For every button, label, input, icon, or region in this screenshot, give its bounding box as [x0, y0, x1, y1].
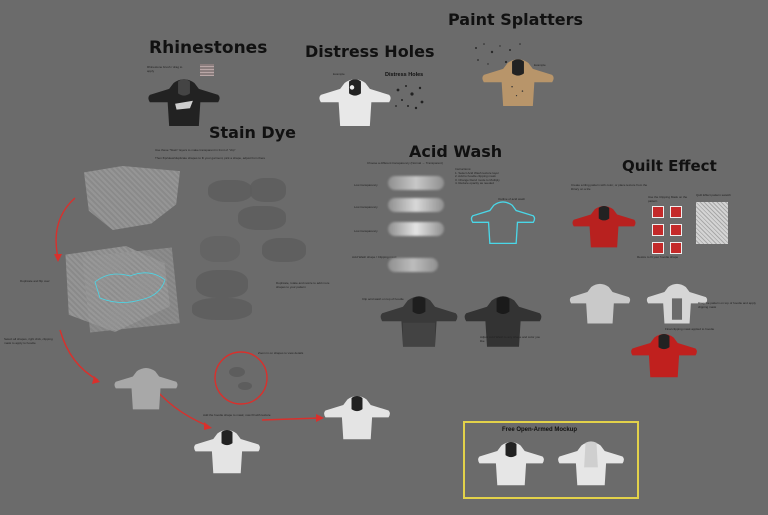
- stain-zoom-circle: [214, 351, 268, 405]
- mockup-title: Free Open-Armed Mockup: [502, 427, 578, 433]
- quilt-swatch-note: Use the Clipping Mask on the pattern: [648, 195, 688, 203]
- stain-bottom-note: Add the hoodie shape to mask; now fill w…: [203, 413, 271, 417]
- stain-shape: [200, 236, 240, 262]
- mockup-hoodie-back[interactable]: [552, 440, 630, 488]
- quilt-swatch-grid: [650, 206, 686, 256]
- quilt-hoodie-red: [565, 204, 643, 250]
- stain-hoodie-gray: [106, 366, 186, 412]
- stain-shape: [238, 206, 286, 230]
- stain-shape: [208, 180, 252, 202]
- stain-outline-cyan: [94, 272, 166, 303]
- stain-shape: [196, 270, 248, 298]
- quilt-hoodie-final: [624, 332, 704, 380]
- acid-sample-1: [388, 176, 444, 190]
- stain-title: Stain Dye: [209, 123, 296, 142]
- stain-hoodie-result-1: [190, 428, 264, 476]
- stain-left-label: Duplicate and flip over: [20, 279, 50, 283]
- quilt-title: Quilt Effect: [622, 157, 717, 175]
- acid-title: Acid Wash: [409, 142, 503, 161]
- distress-note: Example: [333, 72, 345, 76]
- stain-note-2: Then flip/skew/duplicate shapes to fit y…: [155, 156, 266, 160]
- stain-hoodie-result-2: [320, 394, 394, 442]
- quilt-right-note: Drag the pattern on top of hoodie and ap…: [698, 301, 756, 309]
- acid-row-3: Low transparency: [354, 229, 378, 233]
- acid-row-1: Low transparency: [354, 183, 378, 187]
- mockup-hoodie-front[interactable]: [472, 440, 550, 488]
- stain-circle-note: Zoom in on shapes to view details: [258, 351, 304, 355]
- stain-right-label: Duplicate, rotate and resize to add more…: [276, 281, 330, 289]
- quilt-intro: Create a tiling pattern with color, or p…: [571, 183, 648, 191]
- acid-result-note: Adjust Acid Wash to any shape and color …: [480, 335, 541, 343]
- rhinestones-note: Rhinestone brush / drag to apply: [147, 65, 183, 73]
- acid-outline-label: Outline of acid wash: [498, 197, 526, 201]
- acid-sample-3: [388, 222, 444, 236]
- acid-row-4: Acid Wash shape / Clipping mask: [352, 255, 397, 259]
- rhinestone-swatch: [200, 64, 214, 76]
- distress-label: Distress Holes: [385, 72, 424, 78]
- quilt-hoodie-outline: [640, 282, 714, 326]
- acid-sample-2: [388, 198, 444, 212]
- acid-steps: Instructions: 1. Select Acid Wash textur…: [455, 167, 500, 186]
- stain-shape: [192, 298, 252, 320]
- acid-sample-4: [388, 258, 438, 272]
- rhinestones-title: Rhinestones: [149, 38, 268, 58]
- splatter-sample: [475, 43, 521, 65]
- stain-shape: [262, 238, 306, 262]
- acid-hoodie-1: [378, 294, 460, 347]
- distress-title: Distress Holes: [305, 42, 435, 61]
- quilt-bottom-note: Final clipping mask applied to hoodie: [665, 327, 715, 331]
- paint-note: Example: [534, 63, 546, 67]
- distress-hoodie: [315, 77, 395, 129]
- rhinestone-hoodie: [144, 77, 224, 129]
- acid-bottom-label: Clip acid wash on top of hoodie: [362, 297, 404, 301]
- distress-holes-sample: [395, 85, 424, 110]
- stain-shape: [250, 178, 286, 202]
- mockup-box[interactable]: [463, 421, 639, 499]
- stain-side-note: Select all shapes, right click, clipping…: [4, 337, 53, 345]
- quilt-mid-note: Resize to fit your hoodie shape: [637, 255, 679, 259]
- quilt-label-top: Quilt Effect pattern swatch: [696, 193, 731, 197]
- acid-intro: Choose a different transparency (Normal …: [367, 161, 443, 165]
- quilt-pattern-swatch: [696, 202, 728, 244]
- acid-row-2: Low transparency: [354, 205, 378, 209]
- stain-note-1: Use these "Stain" layers to make transpa…: [155, 148, 236, 152]
- acid-outline: [470, 201, 536, 245]
- paint-hoodie: [478, 57, 558, 109]
- paint-title: Paint Splatters: [448, 10, 584, 29]
- quilt-hoodie-pattern: [563, 282, 637, 326]
